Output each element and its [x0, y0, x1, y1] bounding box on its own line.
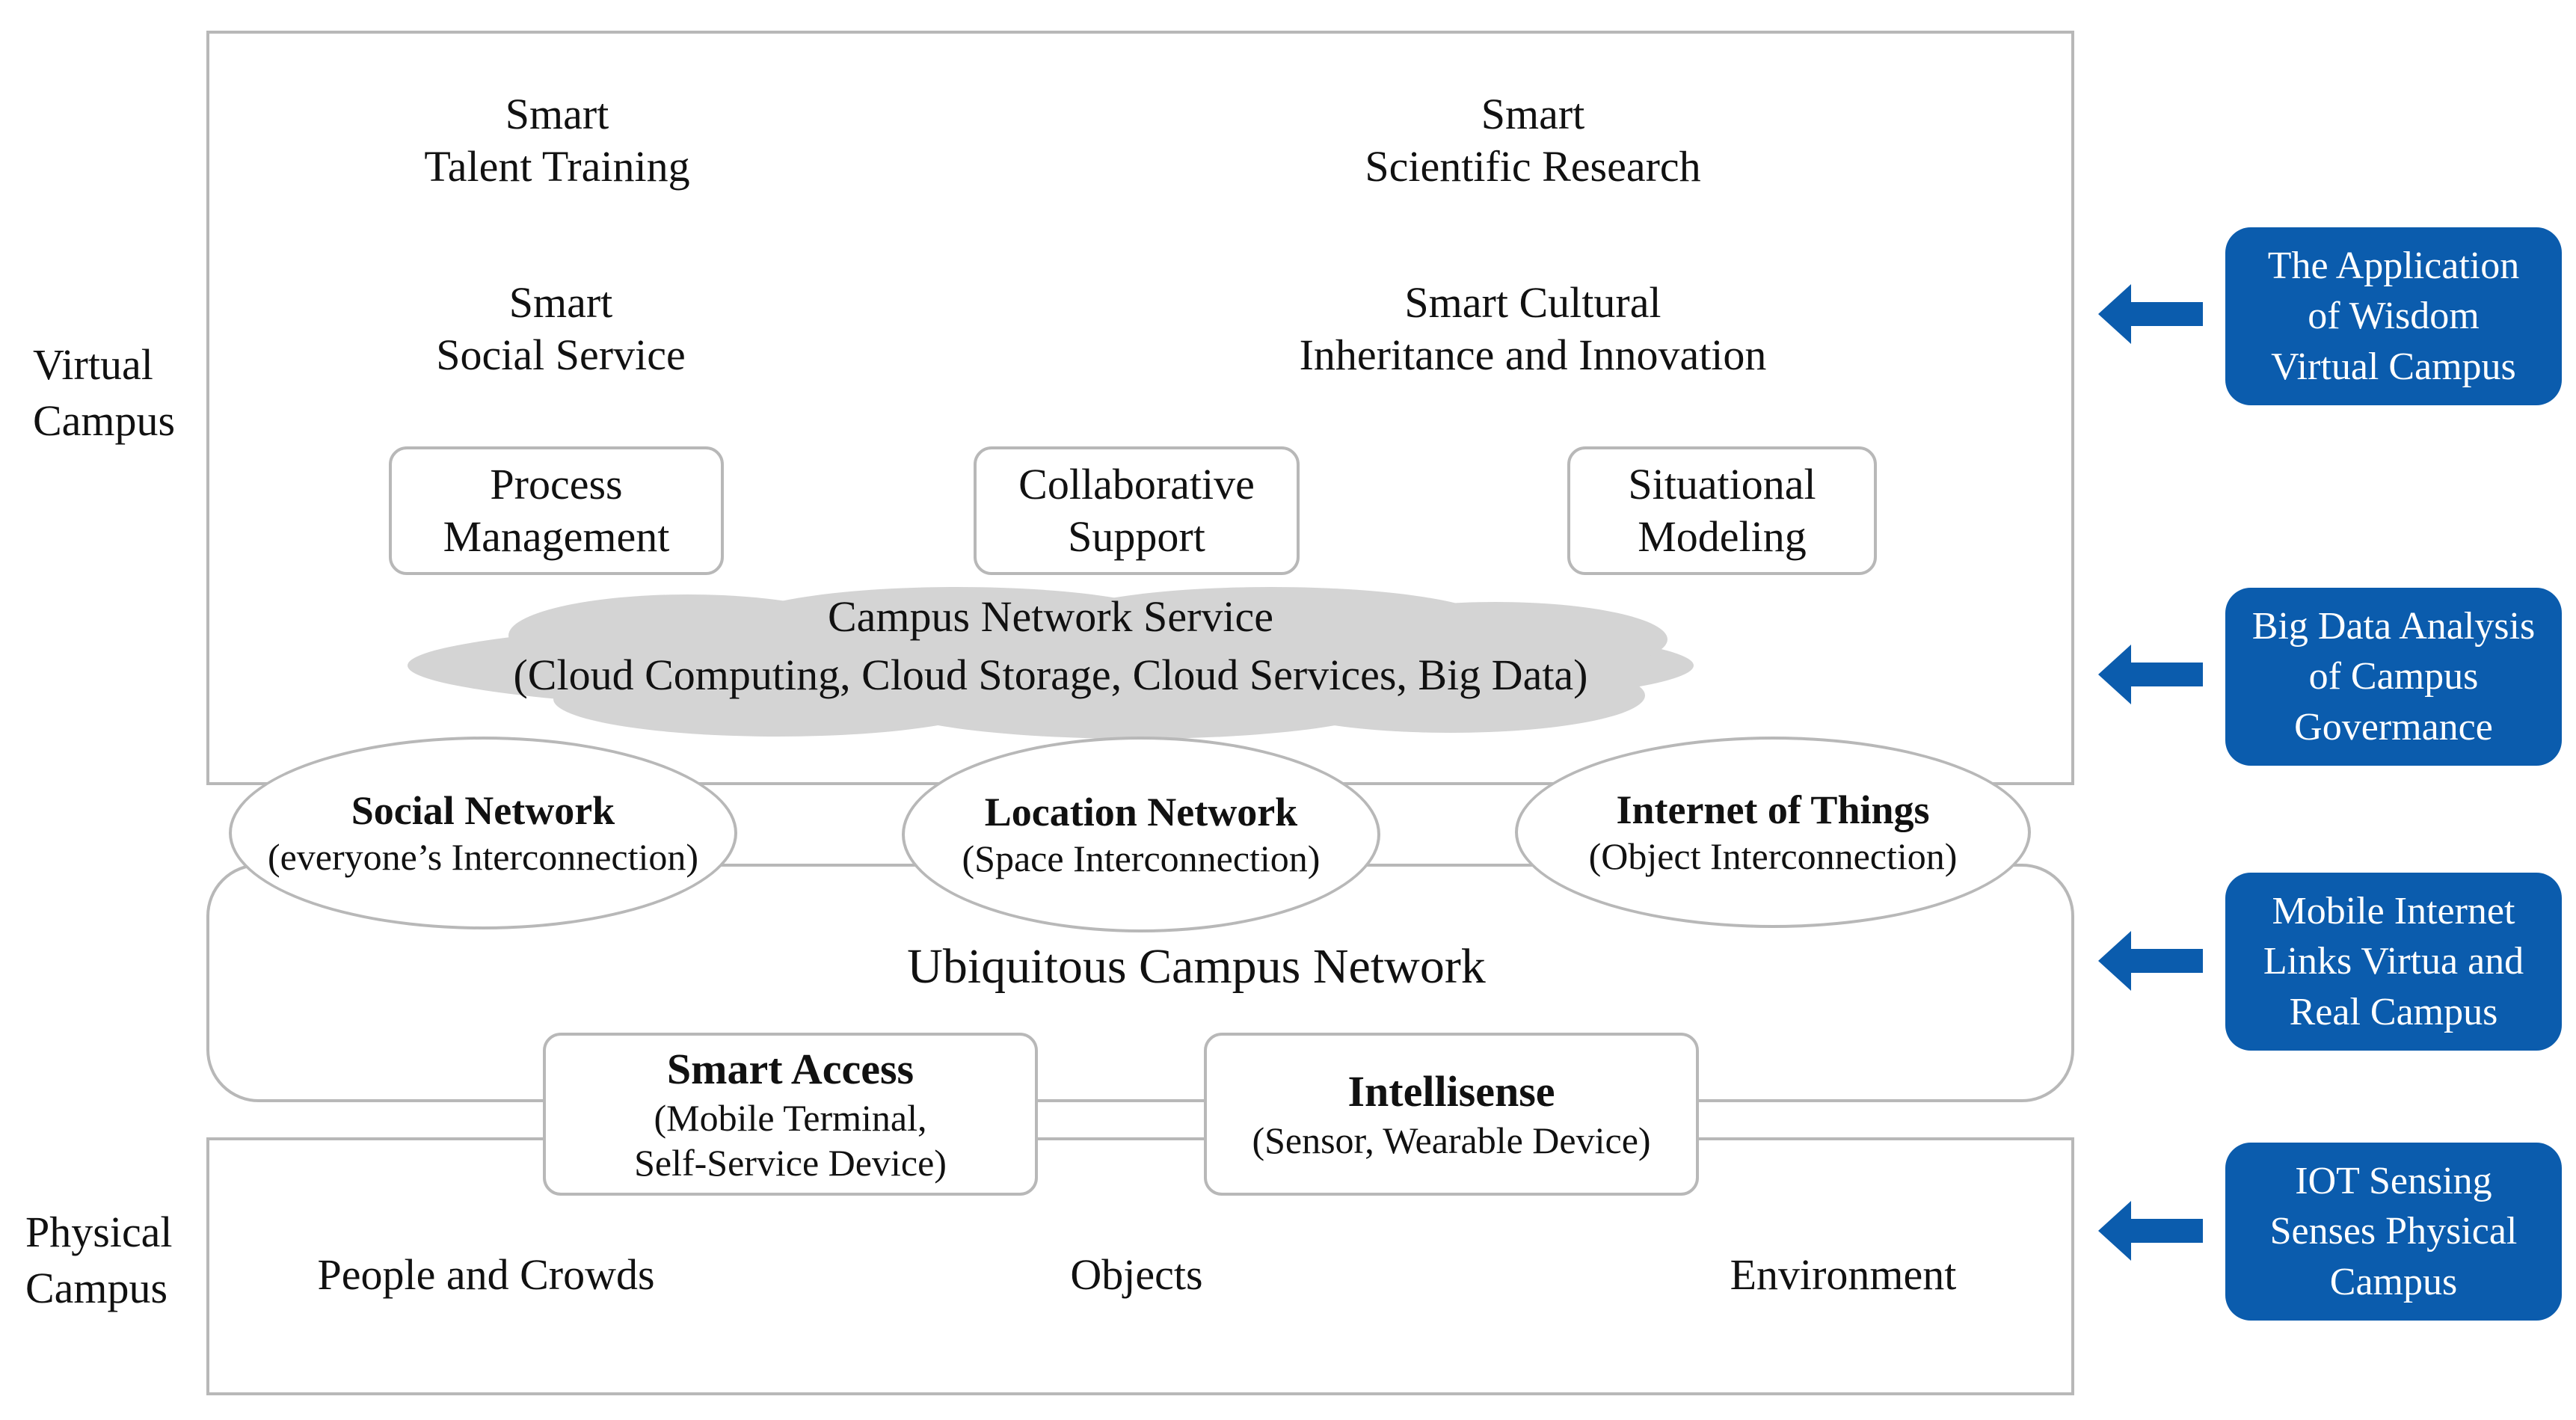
- network-detail: (Space Interconnection): [962, 837, 1321, 880]
- arrow-left-icon: [2098, 645, 2203, 704]
- smart-access-title: Smart Access: [666, 1045, 914, 1094]
- module-label: Collaborative Support: [1018, 460, 1255, 561]
- smart-access-detail: (Mobile Terminal, Self-Service Device): [634, 1096, 947, 1184]
- layer-iot-sensing: IOT Sensing Senses Physical Campus: [2225, 1143, 2562, 1321]
- network-location: Location Network (Space Interconnection): [902, 737, 1380, 932]
- app-talent-training: Smart Talent Training: [424, 90, 690, 191]
- module-process-management: Process Management: [389, 446, 724, 575]
- cloud-detail: (Cloud Computing, Cloud Storage, Cloud S…: [513, 651, 1588, 699]
- intellisense-detail: (Sensor, Wearable Device): [1252, 1119, 1651, 1161]
- ubiquitous-title: Ubiquitous Campus Network: [907, 939, 1486, 994]
- module-collaborative-support: Collaborative Support: [974, 446, 1300, 575]
- physical-campus-box: [206, 1137, 2074, 1395]
- physical-people: People and Crowds: [317, 1250, 655, 1299]
- network-social: Social Network (everyone’s Interconnecti…: [229, 737, 737, 929]
- arrow-left-icon: [2098, 284, 2203, 344]
- module-label: Situational Modeling: [1628, 460, 1816, 561]
- cloud-title: Campus Network Service: [828, 592, 1273, 641]
- network-title: Location Network: [984, 789, 1298, 835]
- smart-access-box: Smart Access (Mobile Terminal, Self-Serv…: [543, 1033, 1038, 1196]
- layer-mobile-internet: Mobile Internet Links Virtua and Real Ca…: [2225, 873, 2562, 1051]
- layer-big-data: Big Data Analysis of Campus Govermance: [2225, 588, 2562, 766]
- physical-objects: Objects: [1070, 1250, 1203, 1299]
- module-situational-modeling: Situational Modeling: [1567, 446, 1877, 575]
- network-iot: Internet of Things (Object Interconnecti…: [1515, 737, 2031, 928]
- arrow-left-icon: [2098, 1201, 2203, 1261]
- network-detail: (everyone’s Interconnection): [267, 836, 699, 879]
- intellisense-title: Intellisense: [1347, 1067, 1555, 1116]
- network-title: Social Network: [351, 787, 615, 833]
- layer-application: The Application of Wisdom Virtual Campus: [2225, 227, 2562, 405]
- virtual-campus-label: Virtual Campus: [33, 340, 176, 446]
- physical-campus-label: Physical Campus: [25, 1208, 173, 1313]
- physical-environment: Environment: [1730, 1250, 1957, 1299]
- cloud-shape: [408, 587, 1694, 739]
- module-label: Process Management: [443, 460, 670, 561]
- app-cultural-inheritance: Smart Cultural Inheritance and Innovatio…: [1299, 278, 1767, 379]
- arrow-left-icon: [2098, 931, 2203, 991]
- network-detail: (Object Interconnection): [1588, 835, 1958, 878]
- intellisense-box: Intellisense (Sensor, Wearable Device): [1204, 1033, 1699, 1196]
- app-scientific-research: Smart Scientific Research: [1365, 90, 1701, 191]
- app-social-service: Smart Social Service: [436, 278, 686, 379]
- network-title: Internet of Things: [1616, 787, 1930, 832]
